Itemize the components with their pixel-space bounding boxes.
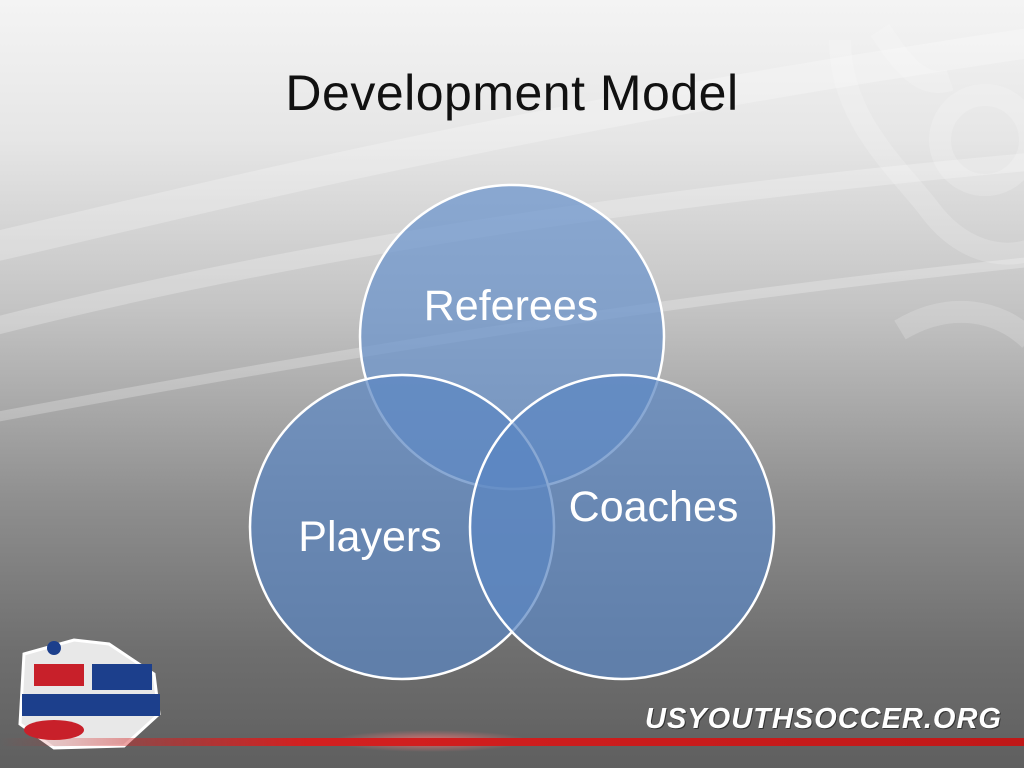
players-label: Players bbox=[298, 513, 442, 561]
footer-website: USYOUTHSOCCER.ORG bbox=[645, 703, 1002, 735]
slide-title: Development Model bbox=[285, 65, 739, 121]
footer-red-bar bbox=[0, 738, 1024, 746]
coaches-circle bbox=[468, 373, 776, 681]
coaches-label: Coaches bbox=[568, 483, 739, 531]
workshop-logo bbox=[18, 638, 161, 750]
referees-label: Referees bbox=[423, 282, 599, 330]
